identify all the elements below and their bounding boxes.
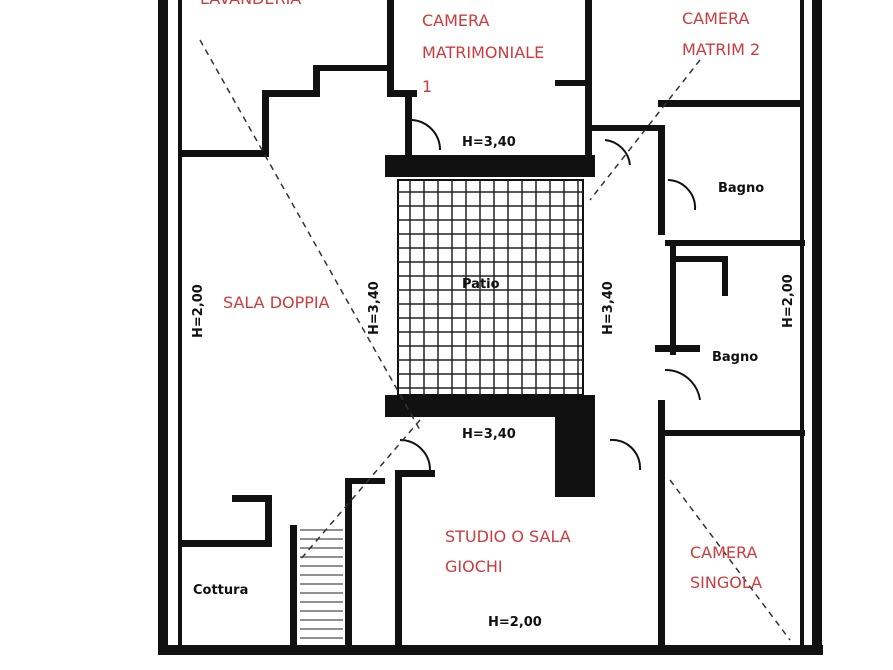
height-patio-bottom: H=3,40 xyxy=(462,427,516,442)
interior-walls xyxy=(178,0,805,655)
height-bagno-right: H=2,00 xyxy=(781,274,796,328)
room-label-cottura: Cottura xyxy=(193,583,248,598)
height-sala-left: H=2,00 xyxy=(191,284,206,338)
height-patio-right: H=3,40 xyxy=(601,281,616,335)
room-label-camera-matrimoniale-1-line3: 1 xyxy=(422,77,432,96)
room-label-camera-matrim-2-line1: CAMERA xyxy=(682,9,750,28)
room-label-top-left: LAVANDERIA xyxy=(200,0,301,8)
room-label-bagno-1: Bagno xyxy=(718,181,764,196)
height-studio-bottom: H=2,00 xyxy=(488,615,542,630)
outer-walls xyxy=(158,0,823,655)
room-label-camera-singola-line1: CAMERA xyxy=(690,543,758,562)
height-patio-top: H=3,40 xyxy=(462,135,516,150)
room-label-studio-line2: GIOCHI xyxy=(445,557,503,576)
height-patio-left: H=3,40 xyxy=(367,281,382,335)
patio-grid xyxy=(397,179,584,396)
room-label-bagno-2: Bagno xyxy=(712,350,758,365)
room-label-sala-doppia: SALA DOPPIA xyxy=(223,293,330,312)
door-swings xyxy=(199,39,791,641)
stairs xyxy=(300,529,343,639)
room-label-camera-matrimoniale-1-line2: MATRIMONIALE xyxy=(422,43,544,62)
room-label-camera-matrimoniale-1-line1: CAMERA xyxy=(422,11,490,30)
room-label-camera-singola-line2: SINGOLA xyxy=(690,573,762,592)
room-label-studio-line1: STUDIO O SALA xyxy=(445,527,571,546)
room-label-patio: Patio xyxy=(462,277,500,292)
room-label-camera-matrim-2-line2: MATRIM 2 xyxy=(682,40,760,59)
